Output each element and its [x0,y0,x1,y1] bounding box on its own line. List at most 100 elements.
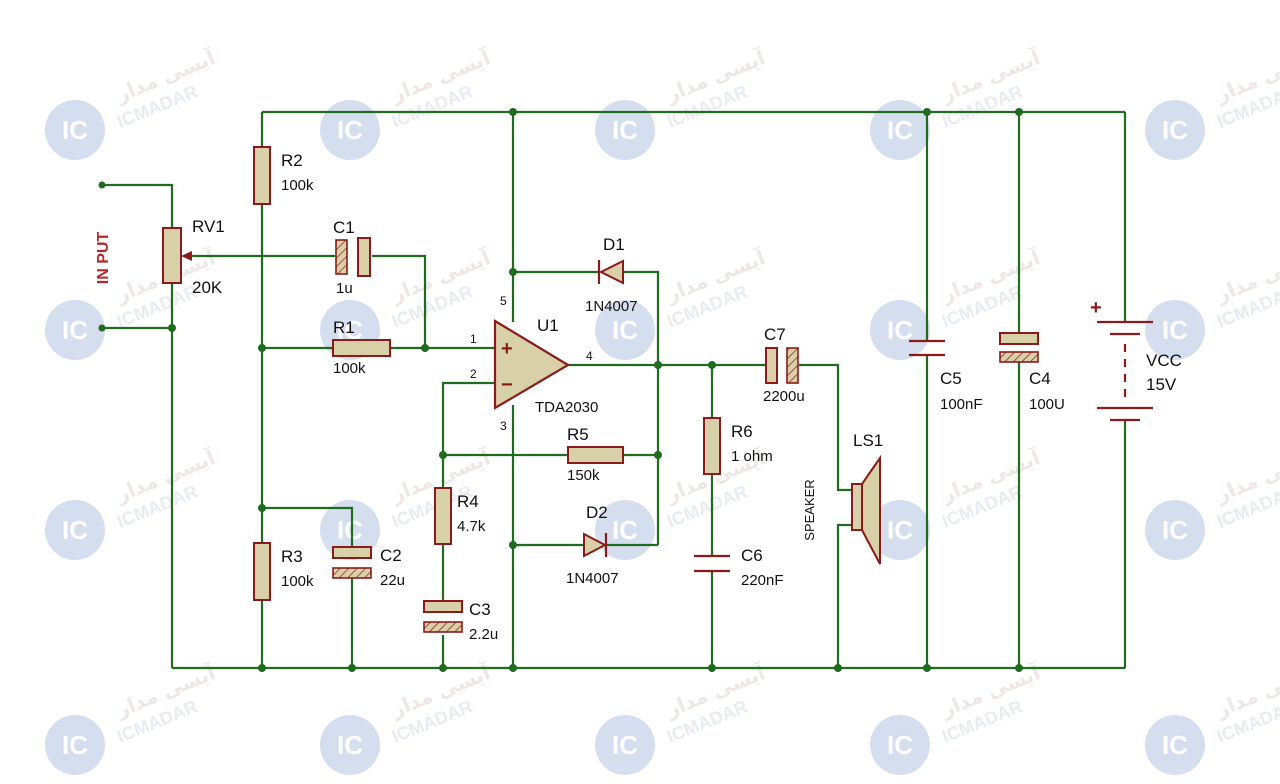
c6-value: 220nF [741,572,784,589]
potentiometer-rv1 [98,181,192,332]
opamp-u1: + − 1 2 3 4 5 [470,294,593,433]
resistor-r2 [253,146,271,205]
r2-value: 100k [281,177,314,194]
junction-dot [708,664,716,672]
junction-dot [439,451,447,459]
capacitor-c2 [332,546,372,579]
c6-ref: C6 [741,546,763,565]
junction-dot [834,664,842,672]
c7-ref: C7 [764,325,786,344]
junction-dot [509,108,517,116]
battery-vcc: + [1090,297,1153,422]
watermark-badge: IC [612,115,638,145]
junction-dot [168,324,176,332]
vcc-value: 15V [1146,375,1177,394]
watermark-badge: IC [612,515,638,545]
junction-dot [708,361,716,369]
r3-value: 100k [281,573,314,590]
junction-dot [258,504,266,512]
vcc-ref: VCC [1146,351,1182,370]
capacitor-c5 [909,339,945,357]
c4-ref: C4 [1029,369,1051,388]
resistor-r5 [567,446,624,464]
rv1-ref: RV1 [192,217,225,236]
capacitor-c4 [999,332,1039,363]
d2-value: 1N4007 [566,570,619,587]
junction-dot [509,268,517,276]
speaker-ls1 [851,454,881,565]
capacitor-c6 [694,554,730,573]
junction-dot [258,664,266,672]
r6-ref: R6 [731,422,753,441]
c5-value: 100nF [940,396,983,413]
watermark-badge: IC [612,315,638,345]
resistor-r3 [253,542,271,601]
junction-dot [923,664,931,672]
watermark-badge: IC [62,515,88,545]
c1-ref: C1 [333,218,355,237]
r4-ref: R4 [457,492,479,511]
input-label: IN PUT [95,232,112,285]
junction-dot [1015,108,1023,116]
watermark-badge: IC [612,730,638,760]
speaker-label: SPEAKER [802,479,817,540]
r3-ref: R3 [281,547,303,566]
u1-pin-5: 5 [500,294,507,308]
watermark-badge: IC [62,115,88,145]
r4-value: 4.7k [457,518,486,535]
junction-dot [654,361,662,369]
capacitor-c3 [423,600,463,633]
r5-ref: R5 [567,425,589,444]
d1-value: 1N4007 [585,298,638,315]
r1-ref: R1 [333,318,355,337]
r6-value: 1 ohm [731,448,773,465]
c3-ref: C3 [469,600,491,619]
watermark-badge: IC [62,315,88,345]
watermark-badge: IC [1162,515,1188,545]
junction-dot [509,664,517,672]
r5-value: 150k [567,467,600,484]
c7-value: 2200u [763,388,805,405]
watermark-badge: IC [337,515,363,545]
c5-ref: C5 [940,369,962,388]
junction-dot [509,541,517,549]
watermark-badge: IC [887,115,913,145]
u1-value: TDA2030 [535,399,598,416]
watermark-badge: IC [1162,115,1188,145]
junction-dot [421,344,429,352]
watermark-badge: IC [62,730,88,760]
watermark-badge: IC [887,730,913,760]
diode-d1 [597,259,624,285]
junction-dot [258,344,266,352]
u1-pin-1: 1 [470,332,477,346]
d1-ref: D1 [603,235,625,254]
u1-pin-3: 3 [500,419,507,433]
c4-value: 100U [1029,396,1065,413]
c2-ref: C2 [380,546,402,565]
rv1-value: 20K [192,278,223,297]
ls1-ref: LS1 [853,431,883,450]
labels: IN PUT RV1 20K R2 100k C1 1u R1 100k D1 … [95,151,1182,643]
u1-minus-sign: − [501,374,513,396]
u1-pin-4: 4 [586,349,593,363]
resistor-r4 [434,487,452,545]
watermark-badge: IC [337,730,363,760]
junction-dot [654,451,662,459]
junction-dot [348,664,356,672]
resistor-r6 [703,417,721,475]
u1-pin-2: 2 [470,367,477,381]
wires [102,110,1127,670]
watermark-badge: IC [887,315,913,345]
capacitor-c1 [335,237,371,277]
